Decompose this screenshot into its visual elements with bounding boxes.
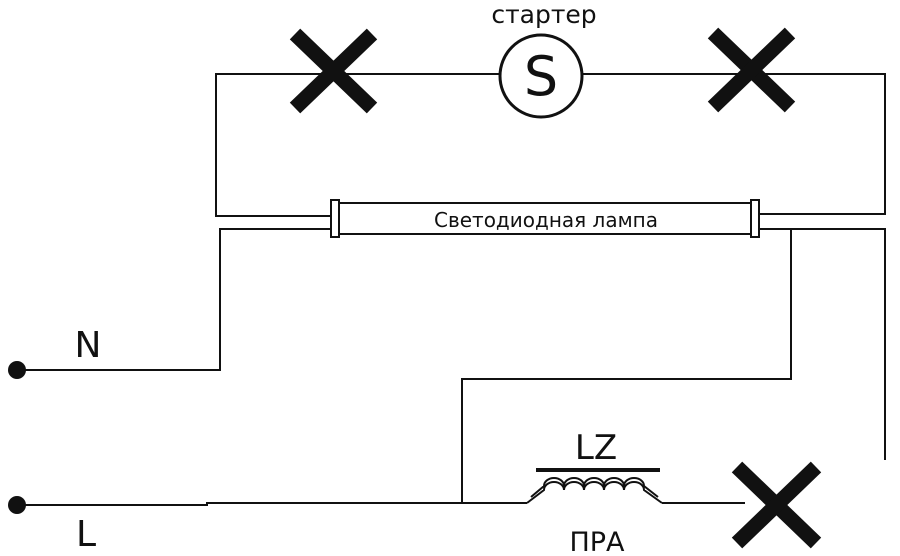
cross-mark-icon xyxy=(707,27,796,113)
lamp-label: Светодиодная лампа xyxy=(434,208,658,232)
starter-wire-right xyxy=(582,73,886,215)
ballast-label: ПРА xyxy=(569,527,625,556)
line-label: L xyxy=(76,514,96,555)
cross-mark-icon xyxy=(289,28,378,114)
starter-circle-icon xyxy=(498,33,584,119)
led-tube xyxy=(330,199,760,238)
right-pin-to-ballast-wire xyxy=(461,228,792,503)
right-side-return-wire xyxy=(758,228,886,460)
terminal-dot-icon xyxy=(8,496,26,514)
neutral-wire xyxy=(18,228,332,371)
neutral-label: N xyxy=(75,325,102,366)
cross-mark-icon xyxy=(731,461,822,549)
starter-symbol: S xyxy=(524,45,558,108)
terminal-dot-icon xyxy=(8,361,26,379)
inductor-label: LZ xyxy=(575,428,617,468)
inductor-coil-icon xyxy=(526,468,663,504)
tube-end-cap-left xyxy=(330,199,340,238)
starter-label: стартер xyxy=(491,0,596,29)
tube-end-cap-right xyxy=(750,199,760,238)
line-wire xyxy=(18,502,527,506)
starter-wire-left xyxy=(215,73,500,217)
